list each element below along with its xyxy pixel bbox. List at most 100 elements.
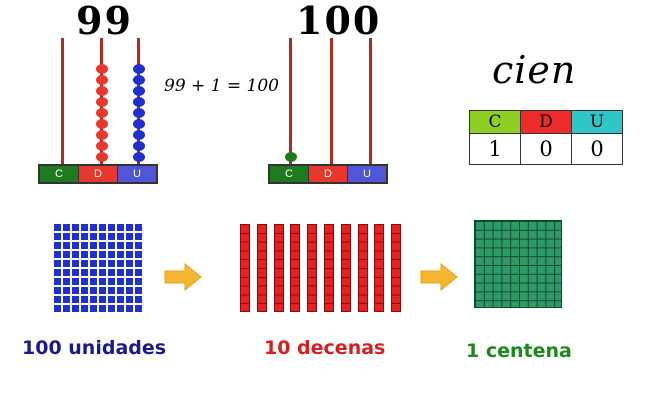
unit-cube	[126, 224, 133, 231]
caption-units: 100 unidades	[22, 337, 167, 359]
unit-cube	[81, 269, 88, 276]
unit-cube	[135, 224, 142, 231]
unit-cube	[99, 233, 106, 240]
tens-bar	[357, 224, 368, 312]
tens-bar	[290, 224, 301, 312]
abacus-bead-u	[133, 75, 145, 85]
unit-cube	[81, 305, 88, 312]
unit-cube	[90, 242, 97, 249]
unit-cube	[90, 305, 97, 312]
number-100-title: 100	[296, 0, 382, 43]
arrow-right-icon	[420, 262, 458, 292]
unit-cube	[63, 260, 70, 267]
unit-cube	[63, 233, 70, 240]
units-grid	[54, 224, 142, 312]
abacus-bead-u	[133, 152, 145, 162]
unit-cube	[135, 251, 142, 258]
abacus-bead-u	[133, 64, 145, 74]
unit-cube	[72, 242, 79, 249]
unit-cube	[108, 296, 115, 303]
unit-cube	[63, 278, 70, 285]
abacus-bead-c	[285, 152, 297, 162]
tens-bar	[273, 224, 284, 312]
unit-cube	[117, 251, 124, 258]
table-value-u: 0	[571, 133, 623, 165]
abacus-rod-c	[61, 38, 64, 166]
caption-hundred: 1 centena	[466, 340, 572, 362]
unit-cube	[135, 287, 142, 294]
tens-bar	[340, 224, 351, 312]
unit-cube	[90, 269, 97, 276]
unit-cube	[135, 296, 142, 303]
unit-cube	[108, 251, 115, 258]
unit-cube	[63, 296, 70, 303]
arrow-right-icon	[164, 262, 202, 292]
unit-cube	[99, 296, 106, 303]
tens-bar	[256, 224, 267, 312]
unit-cube	[135, 242, 142, 249]
unit-cube	[63, 224, 70, 231]
unit-cube	[54, 305, 61, 312]
tens-bar	[374, 224, 385, 312]
base-label-u: U	[348, 166, 386, 182]
unit-cube	[126, 278, 133, 285]
abacus-bead-u	[133, 119, 145, 129]
unit-cube	[81, 278, 88, 285]
abacus-rod-c	[289, 38, 292, 166]
unit-cube	[54, 269, 61, 276]
abacus-bead-d	[96, 97, 108, 107]
unit-cube	[72, 251, 79, 258]
unit-cube	[63, 251, 70, 258]
unit-cube	[81, 242, 88, 249]
table-header-d: D	[520, 110, 572, 134]
unit-cube	[90, 296, 97, 303]
table-header-u: U	[571, 110, 623, 134]
place-value-table: C D U 1 0 0	[469, 110, 623, 165]
unit-cube	[135, 305, 142, 312]
number-99-title: 99	[76, 0, 133, 43]
table-value-d: 0	[520, 133, 572, 165]
equation-text: 99 + 1 = 100	[164, 76, 279, 96]
unit-cube	[90, 287, 97, 294]
unit-cube	[99, 305, 106, 312]
unit-cube	[108, 269, 115, 276]
unit-cube	[81, 287, 88, 294]
hundred-grid	[474, 220, 562, 308]
unit-cube	[63, 287, 70, 294]
unit-cube	[117, 242, 124, 249]
unit-cube	[99, 242, 106, 249]
unit-cube	[63, 305, 70, 312]
unit-cube	[117, 233, 124, 240]
unit-cube	[90, 224, 97, 231]
unit-cube	[126, 269, 133, 276]
unit-cube	[81, 260, 88, 267]
unit-cube	[117, 269, 124, 276]
unit-cube	[117, 260, 124, 267]
unit-cube	[108, 242, 115, 249]
abacus-bead-d	[96, 130, 108, 140]
base-label-c: C	[40, 166, 79, 182]
abacus-rod-u	[369, 38, 372, 166]
unit-cube	[90, 251, 97, 258]
abacus-bead-u	[133, 97, 145, 107]
unit-cube	[90, 260, 97, 267]
unit-cube	[81, 224, 88, 231]
unit-cube	[99, 251, 106, 258]
unit-cube	[99, 287, 106, 294]
unit-cube	[117, 305, 124, 312]
abacus-bead-d	[96, 141, 108, 151]
unit-cube	[54, 260, 61, 267]
abacus-bead-d	[96, 152, 108, 162]
unit-cube	[72, 278, 79, 285]
abacus-bead-d	[96, 119, 108, 129]
unit-cube	[81, 251, 88, 258]
tens-bar	[307, 224, 318, 312]
unit-cube	[63, 269, 70, 276]
tens-bar	[240, 224, 250, 312]
unit-cube	[108, 287, 115, 294]
unit-cube	[99, 224, 106, 231]
base-label-c: C	[270, 166, 309, 182]
unit-cube	[126, 287, 133, 294]
word-cien: cien	[492, 48, 577, 92]
unit-cube	[99, 260, 106, 267]
